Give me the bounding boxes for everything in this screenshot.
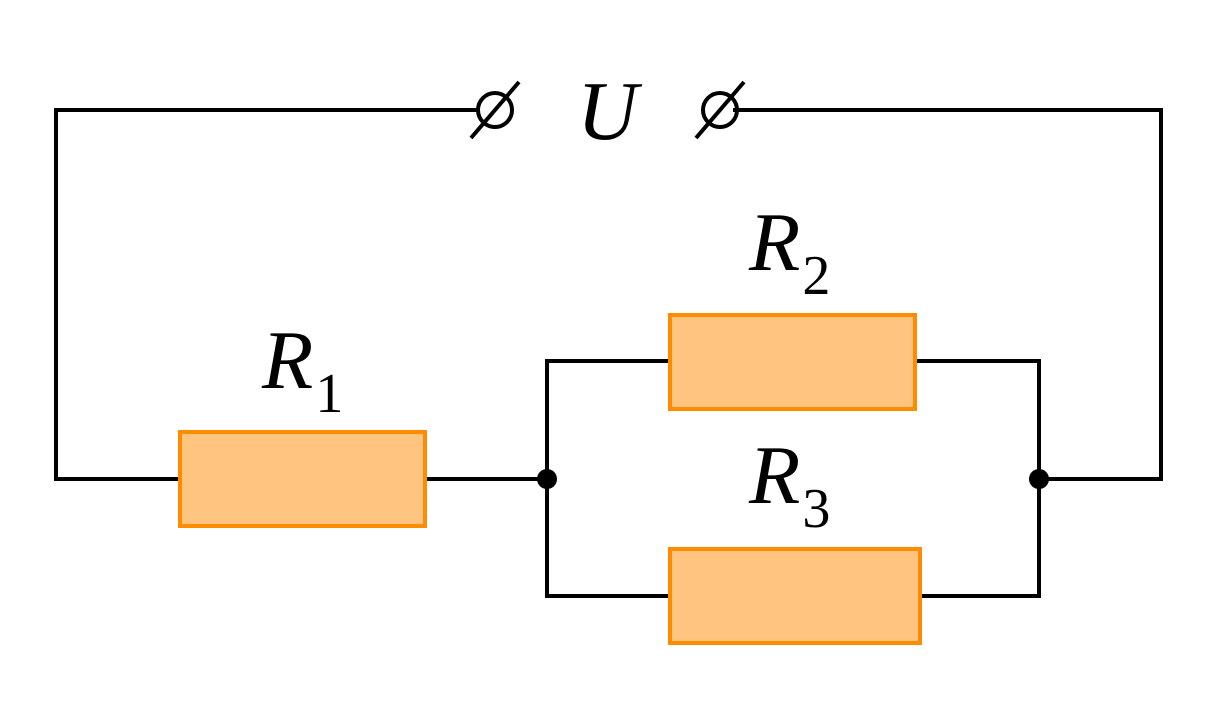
resistor-r3-label: R3 — [748, 429, 830, 540]
terminal-left — [469, 80, 521, 140]
wire-right-loop — [733, 108, 1163, 481]
resistor-r3 — [670, 549, 920, 643]
resistor-r1-outline — [178, 430, 427, 528]
resistor-r3-outline — [668, 547, 922, 645]
resistor-r1 — [180, 432, 425, 526]
source-voltage-label: U — [577, 65, 643, 158]
wire-left-loop — [54, 108, 480, 481]
resistor-r1-label: R1 — [261, 314, 343, 425]
junction-left — [537, 469, 557, 489]
resistor-r2-label: R2 — [748, 196, 830, 307]
junction-right — [1029, 469, 1049, 489]
resistor-r2 — [670, 315, 915, 409]
terminal-right — [694, 80, 746, 140]
resistor-r2-outline — [668, 313, 917, 411]
wires — [54, 108, 1163, 598]
